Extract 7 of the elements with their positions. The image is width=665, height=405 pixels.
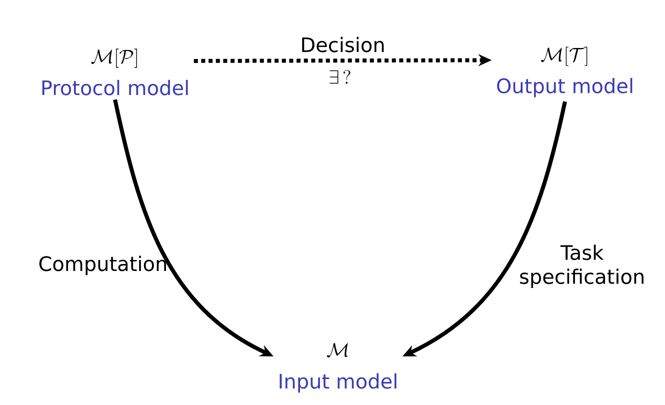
edge-label: Task specification [520, 244, 644, 288]
edge-label: Computation [39, 256, 166, 276]
model-label: $\mathcal{M}[\mathcal{P}]$ Protocol model [42, 48, 188, 96]
model-label: $\mathcal{M}$ Input model [280, 342, 396, 393]
model-label: $\mathcal{M}[\mathcal{T}]$ Output model [497, 46, 632, 98]
quantifier-label: $\exists\,?$ [330, 70, 350, 84]
edge-label: Decision [302, 36, 384, 52]
